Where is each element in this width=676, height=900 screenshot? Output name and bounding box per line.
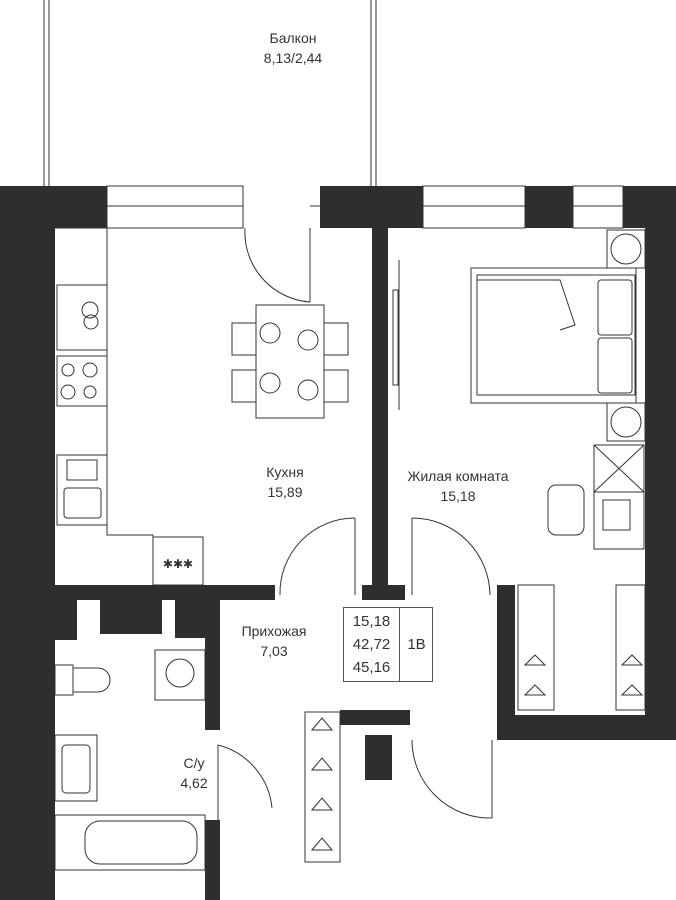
- dining-table: [231, 304, 349, 419]
- bathroom-area: 4,62: [180, 775, 208, 791]
- svg-text:✱✱✱: ✱✱✱: [163, 557, 193, 571]
- bathroom-fixtures: [54, 649, 206, 871]
- balcony-outline: [43, 0, 377, 186]
- total-area-value: 42,72: [352, 636, 391, 653]
- balcony-label: Балкон 8,13/2,44: [264, 28, 322, 68]
- living-furniture: [392, 229, 646, 550]
- kitchen-name: Кухня: [266, 464, 304, 480]
- living-area-value: 15,18: [352, 613, 391, 630]
- wardrobes: [304, 584, 646, 863]
- kitchen-label: Кухня 15,89: [266, 462, 303, 502]
- bathroom-label: С/у 4,62: [180, 753, 207, 793]
- balcony-area: 8,13/2,44: [263, 50, 323, 66]
- hall-area: 7,03: [260, 643, 288, 659]
- living-area: 15,18: [440, 488, 476, 504]
- living-name: Жилая комната: [407, 468, 509, 484]
- balcony-name: Балкон: [269, 30, 317, 46]
- hall-label: Прихожая 7,03: [242, 621, 307, 661]
- apartment-type: 1В: [399, 608, 433, 681]
- total-with-balcony-value: 45,16: [352, 659, 391, 676]
- kitchen-counter: ✱✱✱: [55, 227, 204, 586]
- bathroom-name: С/у: [183, 755, 205, 771]
- hall-name: Прихожая: [241, 623, 307, 639]
- doors: [217, 227, 493, 820]
- living-label: Жилая комната 15,18: [407, 466, 508, 506]
- walls: [0, 186, 676, 900]
- apartment-summary-box: 15,18 42,72 45,16 1В: [343, 607, 433, 682]
- windows: [106, 185, 624, 229]
- kitchen-area: 15,89: [267, 484, 303, 500]
